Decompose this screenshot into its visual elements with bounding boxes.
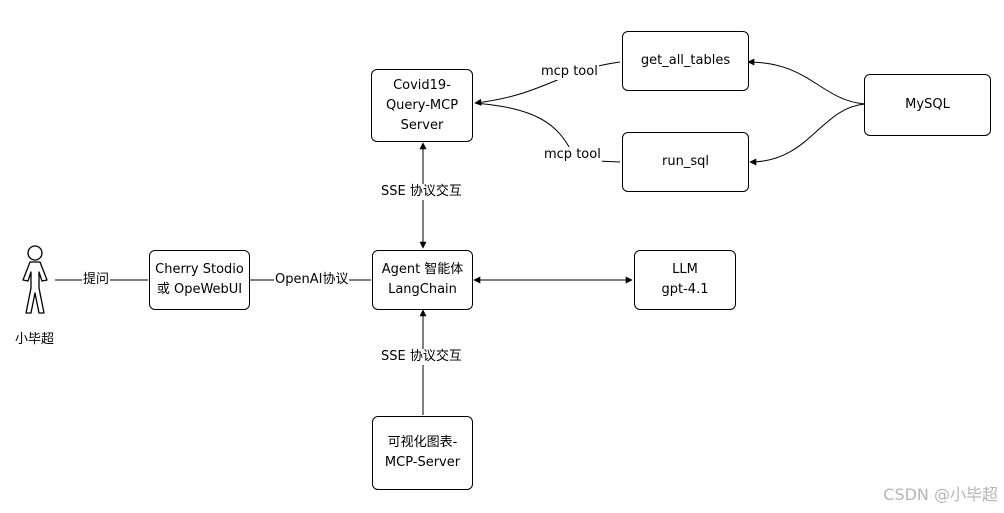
node-cherry-studio: Cherry Stodio 或 OpeWebUI xyxy=(149,250,250,310)
edge-server-get-all-tables xyxy=(474,61,621,106)
edge-label-sse-bottom: SSE 协议交互 xyxy=(380,349,463,365)
node-run-sql: run_sql xyxy=(622,132,749,192)
node-chart-mcp-server: 可视化图表- MCP-Server xyxy=(372,416,473,490)
node-agent-langchain: Agent 智能体 LangChain xyxy=(372,250,473,310)
node-mysql: MySQL xyxy=(864,74,991,136)
actor-name: 小毕超 xyxy=(15,332,55,347)
edge-mysql-run-sql xyxy=(749,103,866,166)
edge-label-ask: 提问 xyxy=(82,272,111,288)
edge-mysql-get-all-tables xyxy=(747,58,866,105)
watermark: CSDN @小毕超 xyxy=(883,485,998,504)
edge-label-mcp-tool-bottom: mcp tool xyxy=(543,147,602,163)
edge-label-mcp-tool-top: mcp tool xyxy=(540,64,599,80)
node-covid-query-mcp-server: Covid19- Query-MCP Server xyxy=(371,69,473,142)
edge-label-sse-top: SSE 协议交互 xyxy=(380,184,463,200)
stick-figure-user-icon xyxy=(22,245,48,314)
node-llm: LLM gpt-4.1 xyxy=(634,250,736,310)
edge-label-openai: OpenAI协议 xyxy=(274,272,350,288)
node-get-all-tables: get_all_tables xyxy=(622,31,749,91)
